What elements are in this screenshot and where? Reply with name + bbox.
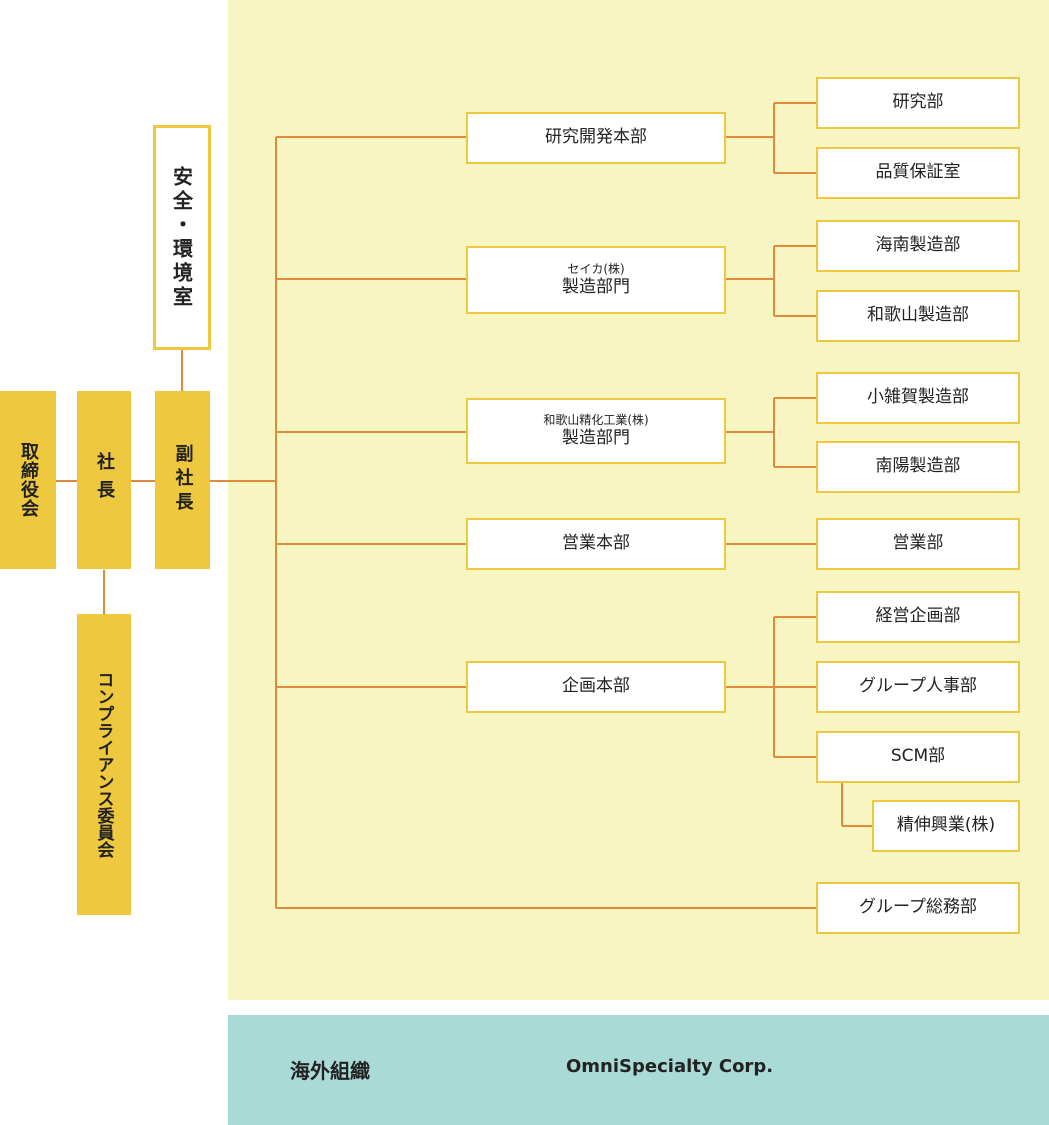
quality-assurance-box: 品質保証室 [816, 147, 1020, 199]
seishin-kogyo-box: 精伸興業(株) [872, 800, 1020, 852]
research-dept-box: 研究部 [816, 77, 1020, 129]
corporate-planning-label: 経営企画部 [875, 606, 961, 627]
seika-manufacturing-box: セイカ(株) 製造部門 [466, 246, 726, 314]
wakayama-plant-label: 和歌山製造部 [867, 305, 969, 326]
nanyo-plant-box: 南陽製造部 [816, 441, 1020, 493]
wakayama-plant-box: 和歌山製造部 [816, 290, 1020, 342]
scm-dept-label: SCM部 [890, 746, 946, 767]
seika-company-label: セイカ(株) [567, 261, 625, 276]
board-of-directors-label: 取締役会 [18, 442, 39, 518]
group-hr-box: グループ人事部 [816, 661, 1020, 713]
rnd-division-label: 研究開発本部 [545, 127, 647, 148]
wakayama-manufacturing-box: 和歌山精化工業(株) 製造部門 [466, 398, 726, 464]
overseas-label: 海外組織 [290, 1059, 370, 1083]
corporate-planning-box: 経営企画部 [816, 591, 1020, 643]
vice-president-label: 副社長 [172, 444, 194, 516]
safety-environment-office-label: 安全・環境室 [169, 165, 194, 310]
vice-president-box: 副社長 [155, 391, 210, 569]
safety-environment-office-box: 安全・環境室 [153, 125, 211, 350]
sales-division-box: 営業本部 [466, 518, 726, 570]
kainan-plant-box: 海南製造部 [816, 220, 1020, 272]
group-general-affairs-box: グループ総務部 [816, 882, 1020, 934]
group-hr-label: グループ人事部 [859, 676, 977, 697]
overseas-company-name: OmniSpecialty Corp. [566, 1056, 774, 1077]
seishin-kogyo-label: 精伸興業(株) [896, 815, 996, 836]
scm-dept-box: SCM部 [816, 731, 1020, 783]
kozaika-plant-label: 小雑賀製造部 [867, 387, 969, 408]
sales-dept-label: 営業部 [892, 533, 944, 554]
overseas-organization-panel: 海外組織 OmniSpecialty Corp. [228, 1015, 1049, 1125]
group-general-affairs-label: グループ総務部 [859, 897, 977, 918]
nanyo-plant-label: 南陽製造部 [875, 456, 961, 477]
wakayama-company-label: 和歌山精化工業(株) [543, 412, 649, 427]
planning-division-box: 企画本部 [466, 661, 726, 713]
sales-division-label: 営業本部 [562, 533, 630, 554]
kainan-plant-label: 海南製造部 [875, 235, 961, 256]
seika-manufacturing-label: 製造部門 [562, 276, 630, 297]
president-box: 社長 [77, 391, 131, 569]
kozaika-plant-box: 小雑賀製造部 [816, 372, 1020, 424]
quality-assurance-label: 品質保証室 [875, 162, 961, 183]
connector-lines [56, 102, 872, 909]
president-label: 社長 [94, 452, 115, 508]
compliance-committee-box: コンプライアンス委員会 [77, 614, 131, 915]
sales-dept-box: 営業部 [816, 518, 1020, 570]
compliance-committee-label: コンプライアンス委員会 [93, 671, 114, 858]
wakayama-manufacturing-label: 製造部門 [562, 427, 630, 448]
planning-division-label: 企画本部 [562, 676, 630, 697]
rnd-division-box: 研究開発本部 [466, 112, 726, 164]
research-dept-label: 研究部 [892, 92, 944, 113]
board-of-directors-box: 取締役会 [0, 391, 56, 569]
